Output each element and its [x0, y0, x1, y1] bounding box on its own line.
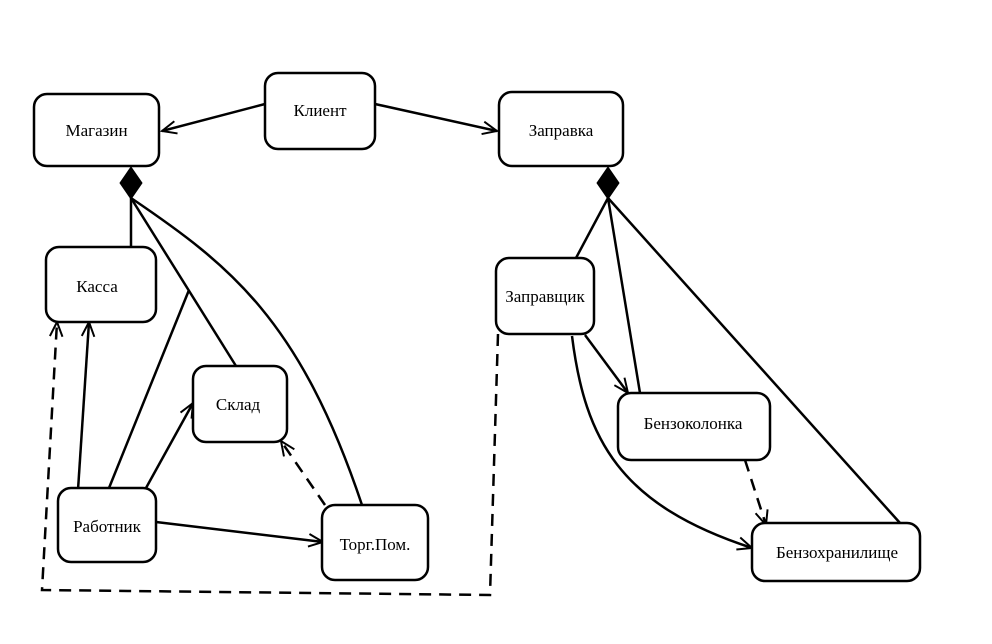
node-benzokhranilishche-label: Бензохранилище	[776, 543, 898, 562]
node-zapravshchik[interactable]: Заправщик	[494, 256, 596, 336]
edge-torgpom-sklad-dependency	[281, 441, 327, 506]
edge-zapravshchik-kassa-dependency	[40, 322, 500, 597]
node-rabotnik-label: Работник	[73, 517, 142, 536]
node-benzokhranilishche[interactable]: Бензохранилище	[750, 521, 922, 583]
node-sklad[interactable]: Склад	[191, 364, 289, 444]
node-benzokolonka-label: Бензоколонка	[644, 414, 743, 433]
node-kassa[interactable]: Касса	[44, 245, 158, 324]
edge-rabotnik-kassa	[76, 322, 89, 491]
edge-zapravka-zapravshchik	[574, 197, 610, 259]
edge-rabotnik-magazin-line	[107, 289, 191, 489]
node-zapravka-label: Заправка	[529, 121, 594, 140]
node-zapravka[interactable]: Заправка	[497, 90, 625, 168]
edge-rabotnik-sklad	[144, 403, 193, 489]
node-torg-pom[interactable]: Торг.Пом.	[320, 503, 430, 582]
node-rabotnik[interactable]: Работник	[56, 486, 158, 564]
edge-klient-magazin	[162, 102, 266, 131]
node-magazin-label: Магазин	[65, 121, 127, 140]
composition-diamond-magazin	[119, 166, 143, 200]
edge-rabotnik-torgpom	[155, 520, 323, 542]
edge-benzokolonka-benzokhranilishche-dependency	[743, 459, 766, 525]
edge-zapravka-benzokolonka	[606, 197, 642, 394]
node-torg-pom-label: Торг.Пом.	[340, 535, 411, 554]
edge-magazin-torgpom	[130, 196, 364, 506]
edge-klient-zapravka	[374, 102, 497, 131]
node-sklad-label: Склад	[216, 395, 261, 414]
node-zapravshchik-label: Заправщик	[505, 287, 585, 306]
node-klient[interactable]: Клиент	[263, 71, 377, 151]
node-kassa-label: Касса	[76, 277, 118, 296]
node-benzokolonka[interactable]: Бензоколонка	[616, 391, 772, 462]
edge-zapravshchik-benzokhranilishche	[570, 335, 752, 548]
node-klient-label: Клиент	[294, 101, 348, 120]
node-magazin[interactable]: Магазин	[32, 92, 161, 168]
composition-diamond-zapravka	[596, 166, 620, 200]
edge-magazin-sklad	[129, 197, 238, 367]
edge-zapravka-benzokhranilishche	[607, 197, 901, 524]
edge-zapravshchik-benzokolonka	[583, 334, 628, 393]
